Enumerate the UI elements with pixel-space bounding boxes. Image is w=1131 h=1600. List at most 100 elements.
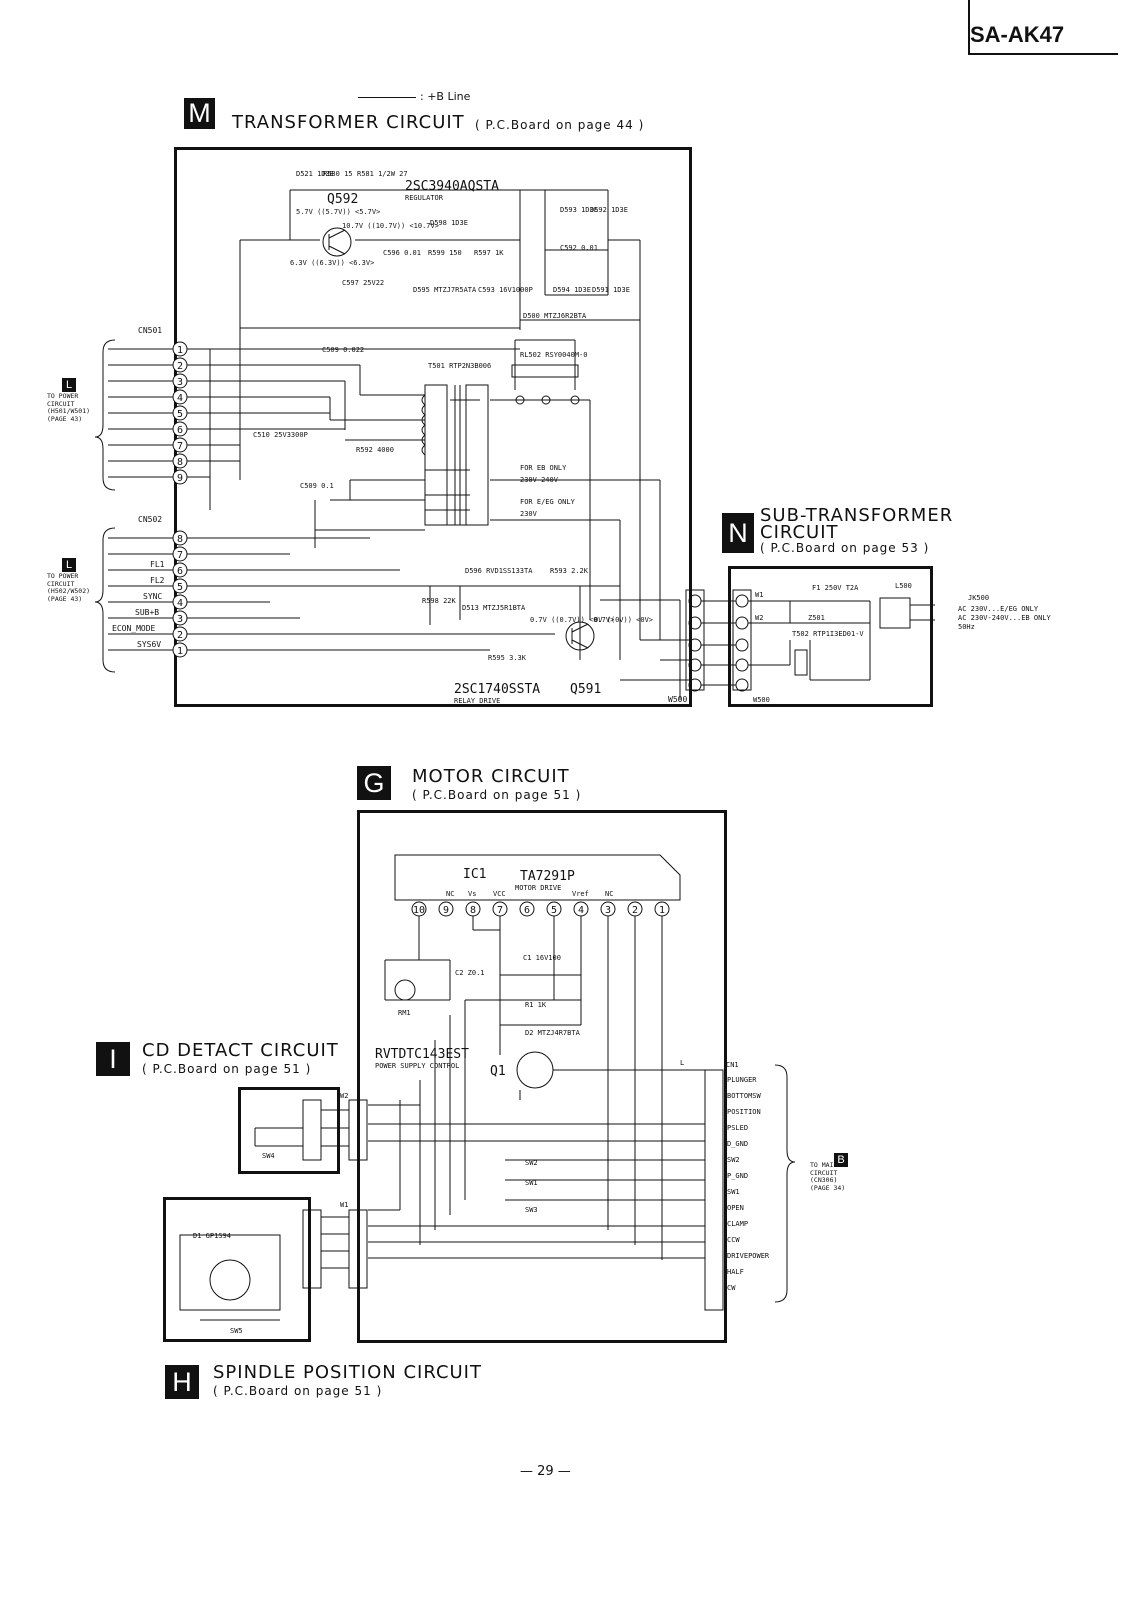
cn1-signal: HALF (727, 1268, 744, 1276)
q1-role: POWER SUPPLY CONTROL (375, 1062, 459, 1070)
st-ac-2: AC 230V-240V...EB ONLY (958, 614, 1052, 622)
t501-transformer (421, 384, 489, 526)
signal-sync: SYNC (143, 592, 162, 601)
st-w2: W2 (755, 614, 763, 622)
transformer-board-ref: ( P.C.Board on page 44 ) (475, 118, 645, 132)
r599-label: R599 150 (428, 249, 462, 257)
c596-label: C596 0.01 (383, 249, 421, 257)
w1-motor-connector (348, 1209, 368, 1289)
eeg-volt-label: 230V (520, 510, 538, 518)
d1-label: D1 GP1S94 (193, 1232, 231, 1240)
q592-part: 2SC3940AQSTA (405, 179, 499, 194)
cn1-signal: PLUNGER (727, 1076, 757, 1084)
cd-to-motor-wires (321, 1109, 349, 1269)
ic1-label: IC1 (463, 867, 486, 882)
cn1-signal: SW1 (727, 1188, 740, 1196)
sw4-label: SW4 (262, 1152, 275, 1160)
c1-label: C1 16V100 (523, 954, 561, 962)
cn502-pin: 6 (177, 566, 183, 577)
cn1-label: CN1 (726, 1061, 739, 1069)
d521-label: D521 1D3E (296, 170, 334, 178)
header-rule (968, 0, 970, 55)
cn501-pin: 3 (177, 377, 183, 388)
cd-detect-title: CD DETACT CIRCUIT (142, 1040, 339, 1061)
ic1-pin-nc2: NC (605, 890, 613, 898)
q592-transistor (322, 227, 352, 257)
cn502-pin: 4 (177, 598, 183, 609)
motor-board-ref: ( P.C.Board on page 51 ) (412, 788, 582, 802)
st-ac-3: 50Hz (958, 623, 975, 631)
q1-part: RVTDTC143EST (375, 1047, 469, 1062)
cn502-pin: 8 (177, 534, 183, 545)
d595-label: D595 MTZJ7R5ATA (413, 286, 477, 294)
subtransformer-title-2: CIRCUIT (760, 522, 839, 543)
ext-ref-power-2: TO POWER CIRCUIT (H502/W502) (PAGE 43) (47, 572, 91, 603)
transformer-title: TRANSFORMER CIRCUIT (232, 112, 465, 133)
v5-label: 0V ((0V)) <0V> (594, 616, 653, 624)
cn1-signal: CLAMP (727, 1220, 748, 1228)
signal-sys6v: SYS6V (137, 640, 161, 649)
rl502-relay (511, 364, 580, 405)
signal-subb: SUB+B (135, 608, 159, 617)
signal-econ: ECON_MODE (112, 624, 156, 633)
t501-label: T501 RTP2N3B006 (428, 362, 491, 370)
eb-volt-label: 230V-240V (520, 476, 559, 484)
spindle-connector (302, 1209, 322, 1289)
st-jk500: JK500 (968, 594, 989, 602)
section-badge-i: I (96, 1042, 130, 1076)
q591-role: RELAY DRIVE (454, 697, 500, 705)
ext-badge-power-1: L (62, 378, 76, 392)
ic1-pin: 4 (578, 905, 584, 916)
cn502-pin: 7 (177, 550, 183, 561)
cn1-bracket (774, 1064, 796, 1303)
d598-label: D598 1D3E (430, 219, 468, 227)
subtransformer-wiring (701, 597, 935, 686)
ic1-part: TA7291P (520, 869, 575, 884)
ic1-pin: 2 (632, 905, 638, 916)
st-w500: W500 (753, 696, 770, 704)
legend: : +B Line (358, 90, 470, 103)
q592-name: Q592 (327, 192, 358, 207)
cn502-pin: 5 (177, 582, 183, 593)
q1-name: Q1 (490, 1064, 506, 1079)
d591-label: D591 1D3E (592, 286, 630, 294)
cn501-bracket (94, 339, 116, 491)
cn1-signal: OPEN (727, 1204, 744, 1212)
cn501-pin: 2 (177, 361, 183, 372)
w2-label: W2 (340, 1092, 348, 1100)
ic1-role: MOTOR DRIVE (515, 884, 561, 892)
legend-text: : +B Line (420, 90, 471, 103)
ic1-pin: 5 (551, 905, 557, 916)
cd-detect-board-ref: ( P.C.Board on page 51 ) (142, 1062, 312, 1076)
st-z501: Z501 (808, 614, 825, 622)
spindle-title: SPINDLE POSITION CIRCUIT (213, 1362, 482, 1383)
l-label: L (680, 1059, 684, 1067)
ic1-pin: 3 (605, 905, 611, 916)
cn502-pin-circles (172, 530, 188, 658)
v3-label: 6.3V ((6.3V)) <6.3V> (290, 259, 374, 267)
ic1-body (394, 854, 681, 901)
v2-label: 10.7V ((10.7V)) <10.7V> (342, 222, 439, 230)
motor-title: MOTOR CIRCUIT (412, 766, 570, 787)
r598-label: R598 22K (422, 597, 457, 605)
st-l500: L500 (895, 582, 912, 590)
cn502-pin: 1 (177, 646, 183, 657)
cn502-pin: 2 (177, 630, 183, 641)
cn1-signal: BOTTOMSW (727, 1092, 762, 1100)
section-badge-h: H (165, 1365, 199, 1399)
ic1-pins (411, 901, 670, 917)
c509b-label: C509 0.1 (300, 482, 334, 490)
w2-motor-connector (348, 1099, 368, 1161)
ext-ref-main: TO MAIN CIRCUIT (CN306) (PAGE 34) (810, 1161, 846, 1192)
ic1-pin-vref: Vref (572, 890, 589, 898)
ic1-pin-nc: NC (446, 890, 454, 898)
r593-label: R593 2.2K (550, 567, 589, 575)
c597-label: C597 25V22 (342, 279, 384, 287)
cn501-pin: 5 (177, 409, 183, 420)
c510-label: C510 25V3300P (253, 431, 308, 439)
cd-detect-circuit-box (238, 1087, 340, 1174)
r1-label: R1 1K (525, 1001, 547, 1009)
cn501-label: CN501 (138, 326, 162, 335)
st-f1: F1 250V T2A (812, 584, 859, 592)
ic1-pin: 6 (524, 905, 530, 916)
